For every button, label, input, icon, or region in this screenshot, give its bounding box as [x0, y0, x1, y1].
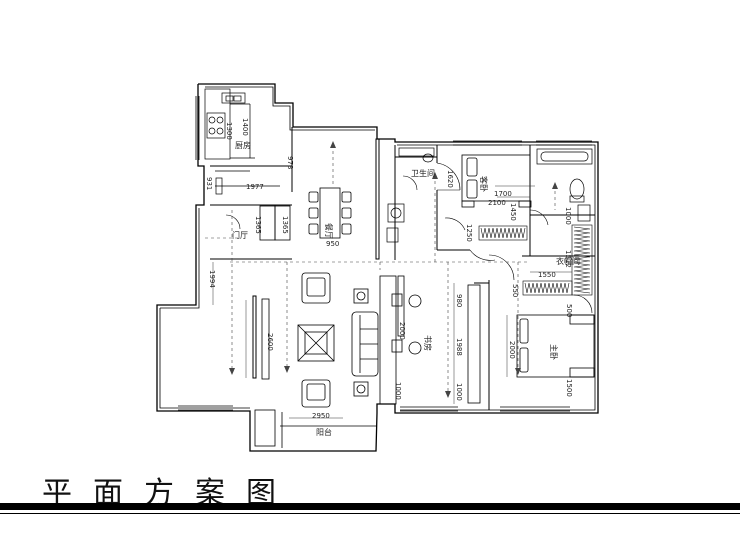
dimension-label: 2000 — [398, 322, 406, 340]
dimension-label: 1000 — [455, 383, 463, 401]
dimension-label: 2000 — [508, 341, 516, 359]
dimension-label: 1500 — [565, 379, 573, 397]
title-rule-thin — [0, 513, 740, 514]
dimension-label: 1365 — [254, 216, 262, 234]
secondary-bedroom — [461, 154, 532, 208]
balcony — [254, 409, 376, 448]
dimension-label: 2950 — [312, 412, 330, 420]
dining-table — [308, 187, 352, 239]
bathroom-fixtures — [386, 147, 593, 243]
dimension-label: 980 — [455, 294, 463, 307]
dimension-label: 1977 — [246, 183, 264, 191]
label-bedroom-secondary: 客卧 — [479, 176, 489, 192]
dimension-label: 500 — [565, 304, 573, 317]
dimension-label: 2100 — [488, 199, 506, 207]
dimension-label: 1365 — [281, 216, 289, 234]
dimension-label: 1300 — [225, 122, 233, 140]
label-dining: 餐厅 — [324, 223, 333, 239]
dimension-label: 1000 — [564, 207, 572, 225]
title-rule-thick — [0, 503, 740, 510]
flow-arrows — [229, 141, 558, 398]
dimension-labels: 1400 1300 1977 931 978 1365 1365 950 199… — [205, 118, 573, 420]
dimension-lines — [212, 185, 572, 419]
dimension-label: 1250 — [465, 224, 473, 242]
dimension-label: 1000 — [394, 382, 402, 400]
kitchen — [204, 88, 280, 195]
label-bathroom: 卫生间 — [411, 168, 435, 178]
label-cloakroom: 衣帽间 — [556, 256, 580, 266]
label-balcony: 阳台 — [316, 427, 332, 437]
room-labels: 厨房 餐厅 门厅 客卧 主卧 卫生间 书房 阳台 衣帽间 — [232, 140, 580, 437]
dimension-label: 1512 — [564, 250, 572, 268]
dimension-label: 550 — [511, 284, 519, 297]
dimension-label: 1700 — [494, 190, 512, 198]
dimension-label: 1994 — [208, 270, 216, 288]
master-bedroom — [467, 284, 595, 404]
label-study: 书房 — [423, 335, 433, 351]
dimension-label: 978 — [286, 156, 294, 169]
dimension-label: 1550 — [538, 271, 556, 279]
door-swings — [225, 162, 593, 314]
flow-lines — [205, 145, 556, 395]
interior-walls — [210, 127, 595, 410]
living-furniture — [261, 272, 379, 408]
dimension-label: 1450 — [509, 203, 517, 221]
dimension-label: 950 — [326, 240, 339, 248]
label-kitchen: 厨房 — [235, 140, 251, 150]
dimension-label: 1988 — [455, 338, 463, 356]
study-furniture — [379, 275, 422, 405]
entry-cabinet — [259, 205, 291, 241]
dimension-label: 2600 — [266, 333, 274, 351]
dimension-label: 931 — [205, 177, 213, 190]
dimension-label: 1400 — [241, 118, 249, 136]
label-bedroom-master: 主卧 — [549, 344, 559, 360]
wardrobes — [478, 224, 593, 296]
label-foyer: 门厅 — [232, 230, 248, 240]
dimension-label: 1620 — [446, 170, 454, 188]
windows — [178, 96, 592, 412]
